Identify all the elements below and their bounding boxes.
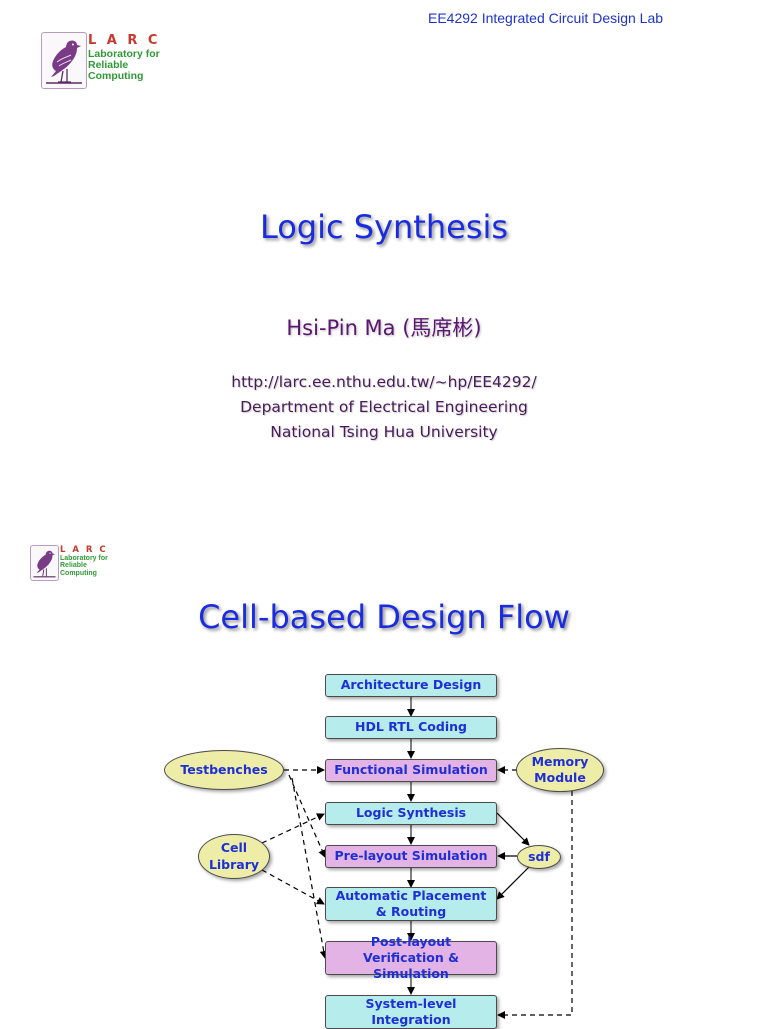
cell-library-oval: Cell Library — [198, 834, 270, 879]
sdf-oval: sdf — [517, 845, 561, 869]
department: Department of Electrical Engineering — [240, 398, 528, 416]
logo-subtitle: Laboratory for Reliable Computing — [88, 48, 160, 83]
university: National Tsing Hua University — [270, 423, 498, 441]
course-header: EE4292 Integrated Circuit Design Lab — [428, 10, 664, 26]
logo-title-small: L A R C — [60, 545, 108, 555]
step-functional-simulation: Functional Simulation — [325, 759, 497, 782]
logo-line-3: Computing — [60, 569, 97, 577]
step-pre-layout-simulation: Pre-layout Simulation — [325, 845, 497, 868]
logo-line-1: Laboratory for — [60, 555, 108, 562]
author-name: Hsi-Pin Ma (馬席彬) — [286, 316, 482, 340]
logo-line-2: Reliable — [60, 562, 87, 570]
larc-logo — [41, 32, 87, 89]
logo-line-2: Reliable — [88, 59, 129, 72]
step-placement-routing: Automatic Placement & Routing — [325, 887, 497, 921]
logo-line-1: Laboratory for — [88, 48, 160, 60]
step-hdl-rtl-coding: HDL RTL Coding — [325, 716, 497, 739]
memory-module-oval: Memory Module — [516, 748, 604, 792]
step-system-level-integration: System-level Integration — [325, 995, 497, 1029]
testbenches-oval: Testbenches — [164, 750, 284, 790]
step-post-layout-verification: Post-layout Verification & Simulation — [325, 934, 497, 981]
course-url: http://larc.ee.nthu.edu.tw/~hp/EE4292/ — [231, 373, 537, 391]
slide-title: Logic Synthesis — [259, 208, 509, 246]
step-logic-synthesis: Logic Synthesis — [325, 802, 497, 825]
bird-icon — [33, 550, 56, 578]
larc-logo-small — [30, 545, 59, 581]
flow-slide-title: Cell-based Design Flow — [198, 598, 570, 636]
logo-subtitle-small: Laboratory for Reliable Computing — [60, 555, 108, 577]
logo-line-3: Computing — [88, 70, 144, 83]
bird-icon — [46, 40, 82, 84]
step-architecture-design: Architecture Design — [325, 674, 497, 697]
logo-title: L A R C — [88, 33, 161, 48]
